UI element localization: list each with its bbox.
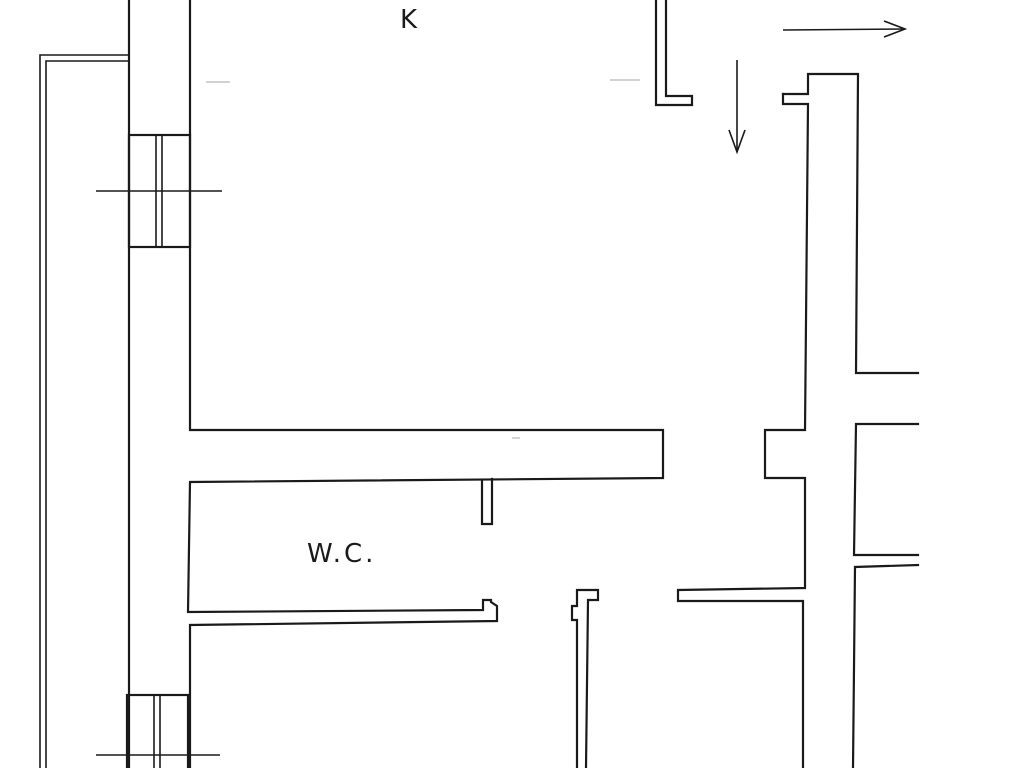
window-lower-left [96,693,220,768]
entrance-arrow-down [728,60,746,155]
wc-label: W.C. [307,539,376,569]
window-upper-left [96,133,222,249]
bottom-center-jamb [570,588,600,768]
right-column-wall [676,72,920,768]
kitchen-label: K [400,5,418,35]
left-wall-block [127,0,665,768]
entrance-arrow-right [782,20,908,38]
left-exterior-wall [39,54,128,768]
top-l-wall [654,0,694,107]
scan-artefacts [206,79,640,439]
